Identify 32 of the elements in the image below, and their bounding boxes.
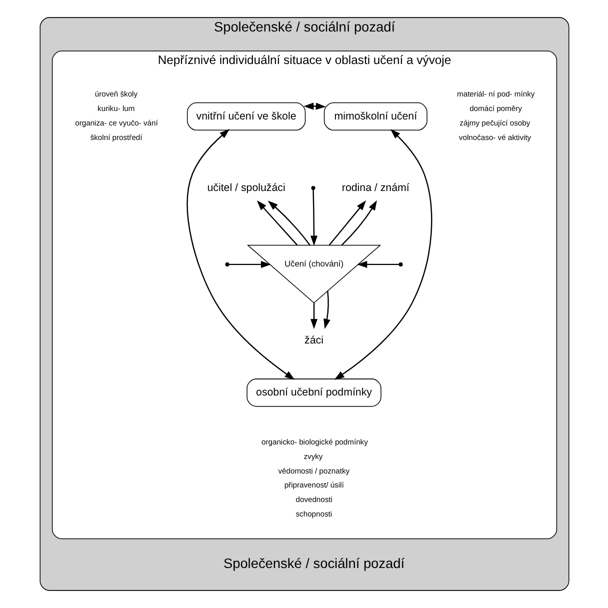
node-label: schopnosti [295, 510, 332, 519]
arrow [340, 200, 376, 246]
arrow [334, 129, 432, 380]
arrow [186, 128, 294, 380]
node-text: žáci [304, 334, 323, 347]
node-label: kuriku- lum [97, 104, 134, 114]
node-label: připravenost/ úsilí [284, 480, 344, 490]
node-text: rodina / známí [341, 182, 409, 194]
arrow [310, 190, 317, 246]
node-label: organicko- biologické podmínky [261, 437, 368, 446]
arrow [303, 102, 326, 110]
node-label: organiza- ce vyučo- vání [74, 118, 158, 128]
arrow [228, 260, 270, 268]
arrow [310, 302, 318, 330]
node-label: úroveň školy [94, 90, 138, 99]
node-text: učitel / spolužáci [206, 182, 285, 194]
node-label: volnočaso- vé aktivity [458, 133, 531, 142]
node-label: domácí poměry [469, 104, 522, 114]
arrow [323, 290, 330, 329]
arrow [356, 260, 398, 268]
node-label: materiál- ní pod- mínky [456, 90, 534, 99]
node-label: dovednosti [295, 495, 332, 504]
arrow [256, 200, 298, 246]
arrow [267, 200, 317, 246]
node-box: osobní učební podmínky [246, 378, 381, 407]
arrow [328, 200, 366, 246]
node-label: vědomosti / poznatky [278, 466, 350, 476]
node-box: vnitřní učení ve škole [186, 102, 306, 131]
node-box: mimoškolní učení [323, 102, 427, 131]
node-label: zvyky [303, 452, 322, 461]
node-label: zájmy pečující osoby [459, 118, 530, 128]
node-label: školní prostředí [90, 133, 142, 142]
